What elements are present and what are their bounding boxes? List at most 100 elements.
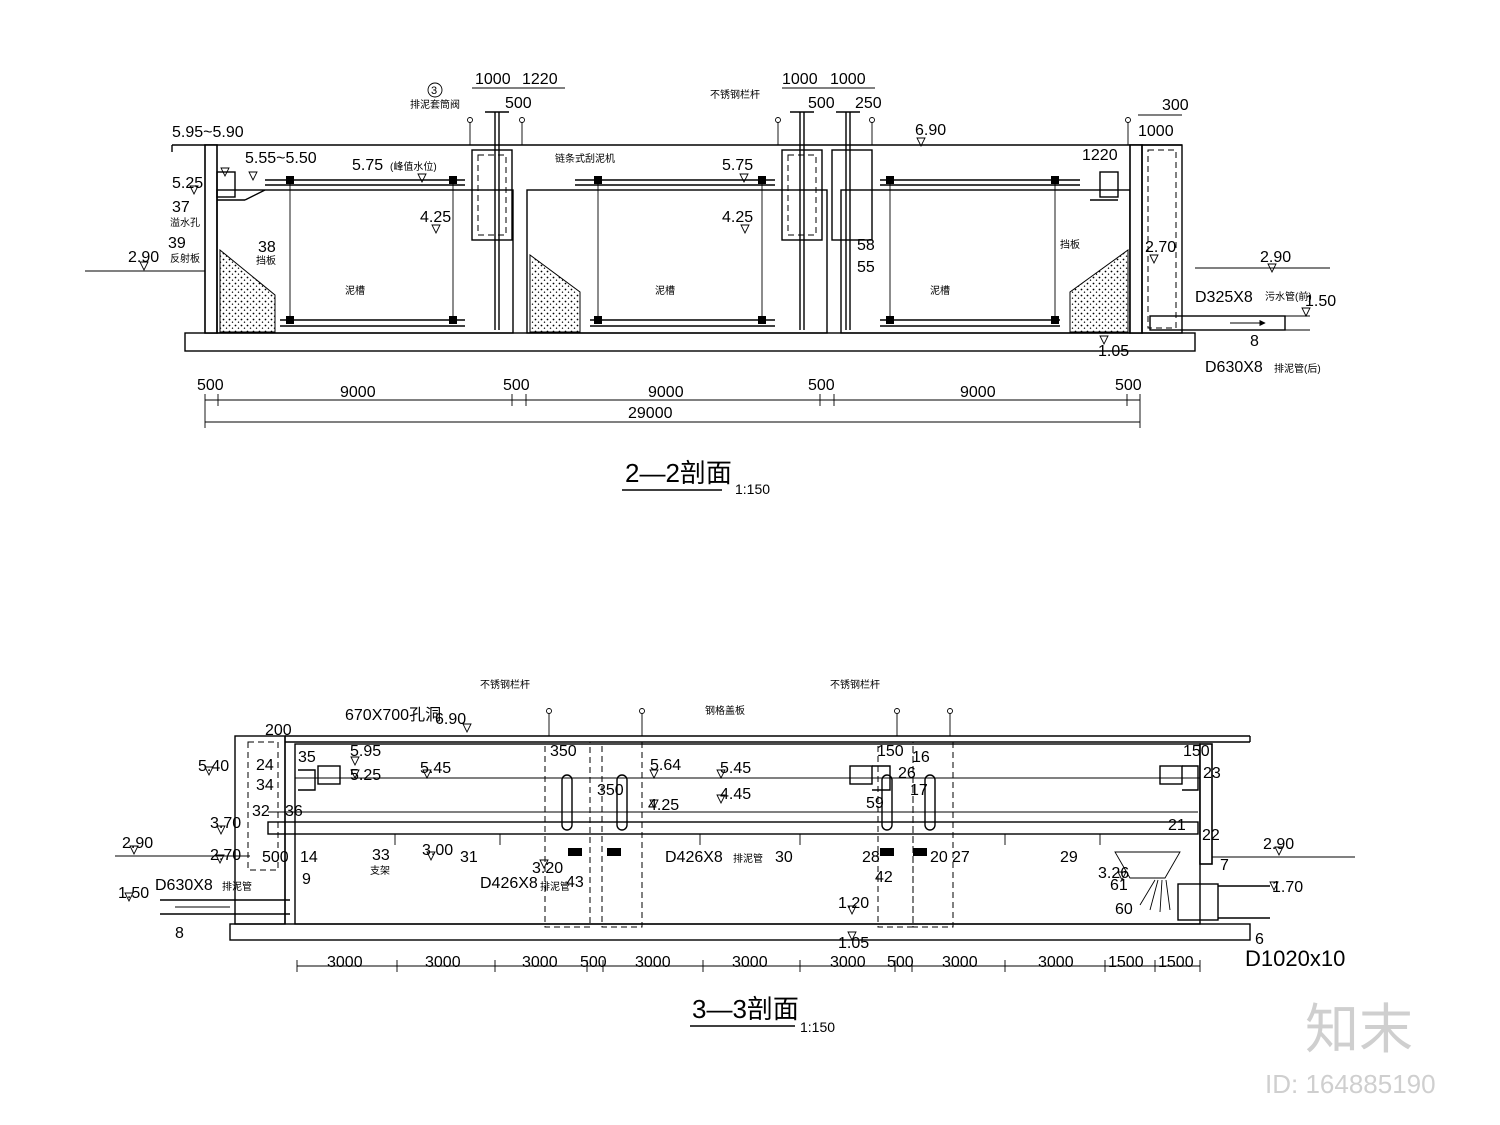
level-290-right-s3: 2.90 [1263,836,1294,853]
dim-350a: 350 [550,743,577,760]
level-370: 3.70 [210,815,241,832]
note-grating: 钢格盖板 [705,704,745,717]
bdim-4: 500 [808,377,835,394]
dim-350b: 350 [597,782,624,799]
level-425b: 4.25 [722,209,753,226]
callout-33: 33 [372,847,390,864]
note-scraper: 链条式刮泥机 [555,152,615,165]
level-445: 4.45 [720,786,751,803]
note-hole: 670X700孔洞 [345,706,441,724]
callout-28: 28 [862,849,880,866]
section-3-3-labels: 6.90 5.95 5.25 5.45 5.64 5.45 4.45 4.25 … [118,678,1345,1035]
callout-60: 60 [1115,901,1133,918]
dim-500a: 500 [505,95,532,112]
dim-1000a: 1000 [475,71,511,88]
level-150-s3: 1.50 [118,885,149,902]
callout-3: 3 [431,85,437,97]
callout-31: 31 [460,849,478,866]
callout-61: 61 [1110,877,1128,894]
callout-27: 27 [952,849,970,866]
bdim-1: 9000 [340,384,376,401]
level-170: 1.70 [1272,879,1303,896]
dim-1220b: 1220 [1082,147,1118,164]
pipe-d325-note: 污水管(前) [1265,290,1312,303]
callout-30: 30 [775,849,793,866]
section-3-3 [115,708,1355,942]
note-rail-a: 不锈钢栏杆 [480,678,530,691]
dim-250: 250 [855,95,882,112]
callout-58: 58 [857,237,875,254]
dim-1220a: 1220 [522,71,558,88]
pipe-d426b-note: 排泥管 [733,852,763,865]
level-270-s3: 2.70 [210,847,241,864]
bdim3-6: 3000 [830,954,866,971]
note-drain-hole: 溢水孔 [170,216,200,229]
note-valve: 排泥套筒阀 [410,98,460,111]
level-564: 5.64 [650,757,681,774]
bdim3-5: 3000 [732,954,768,971]
level-545b: 5.45 [720,760,751,777]
callout-8: 8 [1250,333,1259,350]
watermark-id: ID: 164885190 [1265,1069,1436,1099]
note-baffle: 挡板 [256,254,276,267]
bdim-0: 500 [197,377,224,394]
level-105-s3: 1.05 [838,935,869,952]
callout-6: 6 [1255,931,1264,948]
pipe-d630-note: 排泥管(后) [1274,362,1321,375]
callout-29: 29 [1060,849,1078,866]
level-425a: 4.25 [420,209,451,226]
dim-150b: 150 [1183,743,1210,760]
callout-22: 22 [1202,827,1220,844]
bdim3-3: 500 [580,954,607,971]
bdim3-11: 1500 [1158,954,1194,971]
callout-26: 26 [898,765,916,782]
level-290-left-s3: 2.90 [122,835,153,852]
level-575: 5.75 [352,157,383,174]
pipe-d630: D630X8 [1205,359,1263,376]
callout-36: 36 [285,803,303,820]
level-425-s3: 4.25 [648,797,679,814]
level-320: 3.20 [532,860,563,877]
level-575b: 5.75 [722,157,753,174]
callout-32: 32 [252,803,270,820]
pipe-d325: D325X8 [1195,289,1253,306]
callout-42: 42 [875,869,893,886]
bdim-3: 9000 [648,384,684,401]
bdim3-8: 3000 [942,954,978,971]
level-525: 5.25 [172,175,203,192]
callout-55: 55 [857,259,875,276]
level-270: 2.70 [1145,239,1176,256]
level-290-left: 2.90 [128,249,159,266]
callout-24: 24 [256,757,274,774]
total-dim: 29000 [628,405,673,422]
watermark: 知末 ID: 164885190 [1265,1000,1436,1099]
note-rail: 不锈钢栏杆 [710,88,760,101]
callout-9: 9 [302,871,311,888]
bdim3-1: 3000 [425,954,461,971]
callout-37: 37 [172,199,190,216]
level-690-s3: 6.90 [435,711,466,728]
dim-1000c: 1000 [830,71,866,88]
level-690: 6.90 [915,122,946,139]
note-sludge-2: 泥槽 [655,284,675,297]
pipe-d426a-note: 排泥管 [540,880,570,893]
level-540: 5.40 [198,758,229,775]
pipe-d630-s3-note: 排泥管 [222,880,252,893]
level-595-590: 5.95~5.90 [172,124,244,141]
dim-300: 300 [1162,97,1189,114]
bdim3-7: 500 [887,954,914,971]
note-rail-b: 不锈钢栏杆 [830,678,880,691]
callout-14: 14 [300,849,318,866]
bdim3-2: 3000 [522,954,558,971]
pipe-d630-s3: D630X8 [155,877,213,894]
callout-20: 20 [930,849,948,866]
level-300: 3.00 [422,842,453,859]
bdim-5: 9000 [960,384,996,401]
note-sludge-3: 泥槽 [930,284,950,297]
callout-35: 35 [298,749,316,766]
dim-200: 200 [265,722,292,739]
level-105: 1.05 [1098,343,1129,360]
note-baffle-right: 挡板 [1060,238,1080,251]
level-555-550: 5.55~5.50 [245,150,317,167]
level-150: 1.50 [1305,293,1336,310]
